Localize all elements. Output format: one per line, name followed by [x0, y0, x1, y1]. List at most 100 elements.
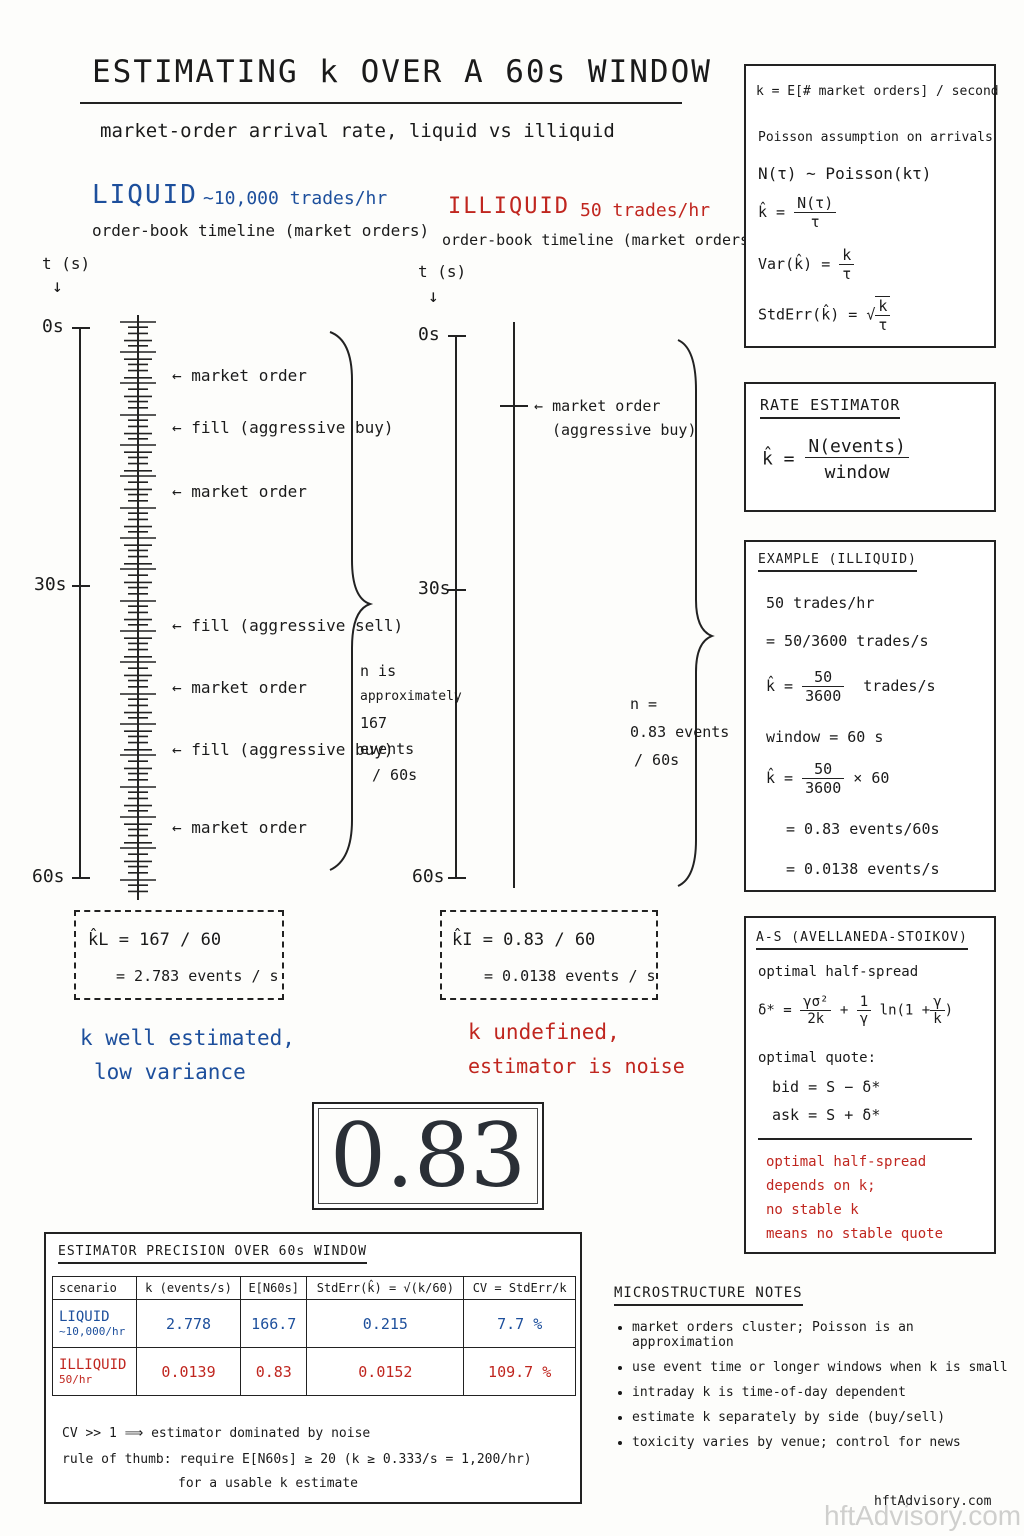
definition-box: k = E[# market orders] / second Poisson …: [744, 64, 999, 348]
illiquid-estimate-box: k̂I = 0.83 / 60 = 0.0138 events / s: [440, 910, 658, 1000]
table-cell: 7.7 %: [463, 1299, 576, 1348]
list-item: intraday k is time-of-day dependent: [632, 1385, 1014, 1400]
illiquid-timeline-caption: order-book timeline (market orders): [442, 231, 759, 249]
liquid-event-ticks: [120, 321, 156, 893]
title-underline: [80, 102, 682, 104]
precision-foot: for a usable k estimate: [178, 1476, 359, 1491]
precision-table-box: ESTIMATOR PRECISION OVER 60s WINDOW scen…: [44, 1232, 582, 1504]
illiquid-annotation-sub: (aggressive buy): [552, 421, 697, 439]
microstructure-notes: MICROSTRUCTURE NOTES market orders clust…: [614, 1282, 1014, 1460]
def-k: k = E[# market orders] / second: [756, 84, 999, 99]
liquid-annotation: ← market order: [172, 366, 307, 385]
precision-foot: rule of thumb: require E[N60s] ≥ 20 (k ≥…: [62, 1452, 532, 1467]
list-item: market orders cluster; Poisson is an app…: [632, 1320, 1014, 1350]
page-subtitle: market-order arrival rate, liquid vs ill…: [100, 120, 615, 142]
down-arrow-icon: ↓: [428, 286, 439, 307]
rate-estimator-title: RATE ESTIMATOR: [760, 396, 901, 419]
example-line: = 0.0138 events/s: [786, 860, 940, 878]
table-row: LIQUID ~10,000/hr 2.778 166.7 0.215 7.7 …: [52, 1299, 576, 1348]
liquid-verdict-line1: k well estimated,: [80, 1026, 295, 1050]
example-line: 50 trades/hr: [766, 594, 875, 612]
illiquid-estimate-line1: k̂I = 0.83 / 60: [452, 930, 596, 950]
table-cell: 0.215: [306, 1299, 465, 1348]
table-cell: 0.83: [240, 1347, 308, 1396]
table-header: scenario: [52, 1276, 137, 1300]
big-number-box: 0.83: [312, 1102, 544, 1210]
table-row: ILLIQUID 50/hr 0.0139 0.83 0.0152 109.7 …: [52, 1347, 576, 1396]
liquid-tick-label-0s: 0s: [42, 316, 64, 337]
liquid-estimate-line1: k̂L = 167 / 60: [88, 930, 222, 950]
precision-foot: CV >> 1 ⟹ estimator dominated by noise: [62, 1426, 371, 1441]
liquid-annotation: ← market order: [172, 482, 307, 501]
liquid-annotation: ← fill (aggressive buy): [172, 418, 394, 437]
as-ask: ask = S + δ*: [772, 1106, 881, 1124]
illiquid-label: ILLIQUID: [448, 194, 570, 219]
avellaneda-stoikov-box: A-S (AVELLANEDA-STOIKOV) optimal half-sp…: [744, 916, 996, 1254]
liquid-rate: ~10,000 trades/hr: [203, 188, 388, 209]
notes-title: MICROSTRUCTURE NOTES: [614, 1285, 803, 1306]
table-cell: 166.7: [240, 1299, 308, 1348]
as-title: A-S (AVELLANEDA-STOIKOV): [756, 930, 968, 950]
liquid-n-note: n is approximately 167 events / 60s: [360, 662, 462, 784]
illiquid-tick-label-60s: 60s: [412, 866, 445, 887]
illiquid-n-note: n = 0.83 events / 60s: [630, 695, 730, 769]
timeline-diagram: [72, 315, 715, 900]
example-box: EXAMPLE (ILLIQUID) 50 trades/hr = 50/360…: [744, 540, 996, 892]
liquid-tick-label-60s: 60s: [32, 866, 65, 887]
watermark-large: hftAdvisory.com: [824, 1500, 1022, 1531]
list-item: estimate k separately by side (buy/sell): [632, 1410, 1014, 1425]
illiquid-estimate-line2: = 0.0138 events / s: [484, 967, 656, 985]
liquid-annotation: ← market order: [172, 818, 307, 837]
rate-estimator-formula: k̂ = N(events)window: [762, 436, 909, 483]
as-divider: [758, 1138, 972, 1140]
big-number: 0.83: [330, 1104, 526, 1207]
table-header: k (events/s): [135, 1276, 242, 1300]
example-line: = 50/3600 trades/s: [766, 632, 929, 650]
illiquid-tick-label-30s: 30s: [418, 578, 451, 599]
table-cell-scenario: LIQUID ~10,000/hr: [52, 1299, 137, 1348]
table-cell: 2.778: [135, 1299, 242, 1348]
table-cell-scenario: ILLIQUID 50/hr: [52, 1347, 137, 1396]
example-title: EXAMPLE (ILLIQUID): [758, 552, 917, 572]
liquid-brace: [329, 331, 374, 871]
list-item: use event time or longer windows when k …: [632, 1360, 1014, 1375]
poisson-assumption: Poisson assumption on arrivals: [758, 130, 993, 145]
as-half-spread-label: optimal half-spread: [758, 964, 919, 980]
list-item: toxicity varies by venue; control for ne…: [632, 1435, 1014, 1450]
illiquid-rate: 50 trades/hr: [580, 200, 711, 221]
table-header: StdErr(k̂) = √(k/60): [306, 1276, 465, 1300]
notes-list: market orders cluster; Poisson is an app…: [614, 1320, 1014, 1450]
illiquid-verdict-line2: estimator is noise: [468, 1054, 685, 1078]
khat-formula: k̂ = N(τ)τ: [758, 194, 837, 231]
n-tau-dist: N(τ) ~ Poisson(kτ): [758, 164, 932, 183]
illiquid-tick-label-0s: 0s: [418, 324, 440, 345]
table-header: E[N60s]: [240, 1276, 308, 1300]
table-cell: 0.0139: [135, 1347, 242, 1396]
illiquid-brace: [677, 339, 715, 887]
liquid-tick-label-30s: 30s: [34, 574, 67, 595]
page-title: ESTIMATING k OVER A 60s WINDOW: [92, 54, 712, 90]
precision-title: ESTIMATOR PRECISION OVER 60s WINDOW: [58, 1244, 367, 1264]
liquid-annotation: ← fill (aggressive sell): [172, 616, 404, 635]
precision-table: scenario k (events/s) E[N60s] StdErr(k̂)…: [52, 1276, 576, 1396]
liquid-label: LIQUID: [92, 180, 198, 210]
liquid-axis-label: t (s): [42, 254, 91, 273]
liquid-annotation: ← fill (aggressive buy): [172, 740, 394, 759]
example-line: = 0.83 events/60s: [786, 820, 940, 838]
illiquid-verdict-line1: k undefined,: [468, 1020, 620, 1044]
liquid-estimate-box: k̂L = 167 / 60 = 2.783 events / s: [74, 910, 284, 1000]
liquid-timeline-caption: order-book timeline (market orders): [92, 221, 430, 240]
illiquid-annotation: ← market order: [534, 397, 661, 415]
as-quote-label: optimal quote:: [758, 1050, 877, 1066]
watermark-small: hftAdvisory.com: [874, 1494, 992, 1509]
as-note: optimal half-spread depends on k; no sta…: [766, 1154, 944, 1242]
example-line: window = 60 s: [766, 728, 884, 746]
down-arrow-icon: ↓: [52, 276, 63, 297]
table-cell: 109.7 %: [463, 1347, 576, 1396]
liquid-estimate-line2: = 2.783 events / s: [116, 967, 279, 985]
